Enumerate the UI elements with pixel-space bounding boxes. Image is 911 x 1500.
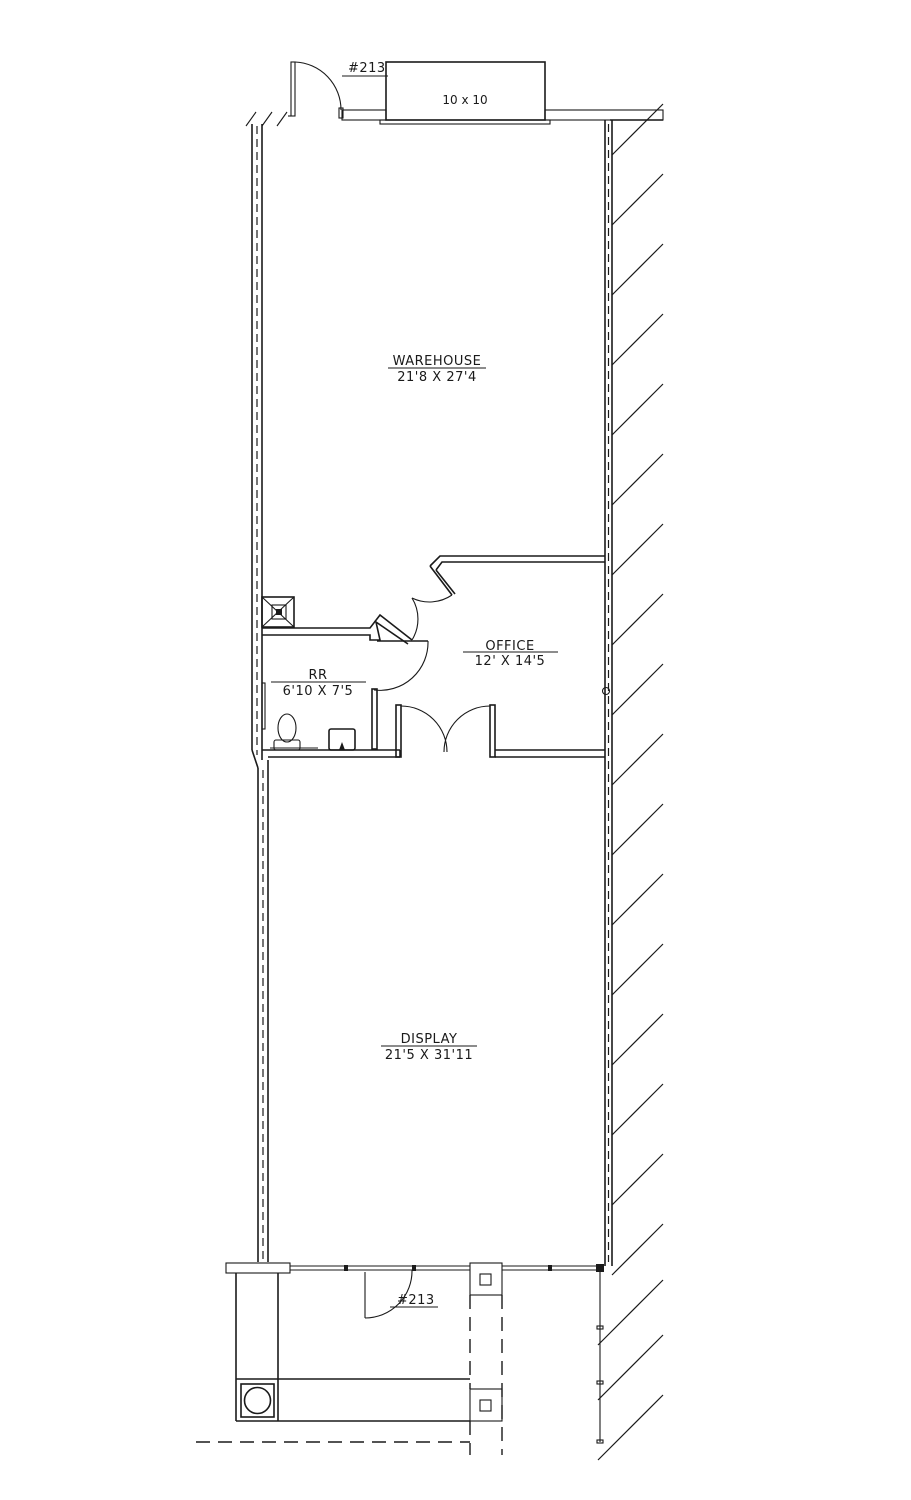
top-wall	[245, 109, 664, 127]
room-label-restroom: RR 6'10 X 7'5	[271, 668, 366, 699]
water-heater-icon	[261, 596, 295, 628]
left-wall	[251, 124, 269, 1262]
svg-text:12' X 14'5: 12' X 14'5	[475, 654, 546, 669]
unit-label-top: #213	[342, 61, 388, 77]
office-partitions	[262, 555, 605, 758]
svg-text:21'8 X 27'4: 21'8 X 27'4	[397, 370, 476, 385]
unit-number-top: #213	[348, 61, 386, 76]
sink-icon	[328, 728, 356, 751]
right-wall	[601, 120, 613, 1266]
svg-text:WAREHOUSE: WAREHOUSE	[393, 354, 482, 369]
svg-text:6'10 X 7'5: 6'10 X 7'5	[283, 684, 354, 699]
planter-icon	[243, 1386, 272, 1415]
column-upper	[469, 1262, 503, 1296]
svg-text:RR: RR	[308, 668, 327, 683]
toilet-icon	[270, 713, 318, 751]
adjacent-unit-hatching	[597, 103, 664, 1461]
svg-text:21'5 X 31'11: 21'5 X 31'11	[385, 1048, 473, 1063]
svg-text:OFFICE: OFFICE	[485, 639, 534, 654]
svg-text:DISPLAY: DISPLAY	[401, 1032, 458, 1047]
room-label-office: OFFICE 12' X 14'5	[463, 639, 558, 669]
grab-bar	[261, 682, 266, 730]
room-label-display: DISPLAY 21'5 X 31'11	[381, 1032, 477, 1063]
overhead-door-label: 10 x 10	[442, 93, 487, 107]
planter-area	[235, 1273, 470, 1422]
fence-line	[596, 1272, 604, 1444]
room-label-warehouse: WAREHOUSE 21'8 X 27'4	[388, 354, 486, 385]
unit-number-bottom: #213	[397, 1293, 435, 1308]
column-lower	[469, 1388, 503, 1422]
storefront-wall	[225, 1262, 604, 1274]
top-entry-door	[288, 61, 344, 119]
overhead-door: 10 x 10	[379, 61, 551, 125]
wall-outlet-icon	[601, 686, 611, 696]
storefront-entry-door: #213	[364, 1269, 438, 1319]
